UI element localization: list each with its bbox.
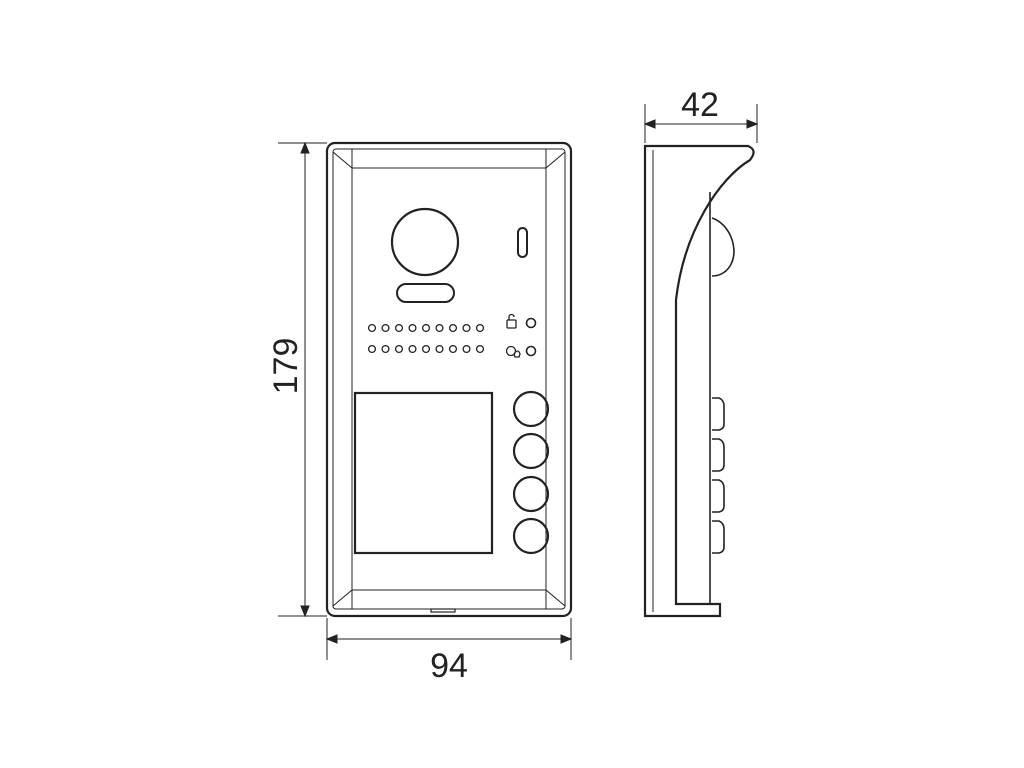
camera-lens — [390, 207, 460, 277]
depth-dimension — [643, 104, 759, 143]
call-buttons — [512, 390, 550, 555]
front-bevel-lines — [332, 149, 566, 609]
call-button-2 — [512, 432, 550, 470]
speaker-hole — [462, 323, 471, 333]
speaker-hole — [367, 323, 377, 333]
speaker-hole — [421, 323, 431, 333]
side-button — [712, 397, 725, 431]
call-indicator-led — [525, 345, 537, 357]
front-view — [325, 141, 573, 618]
height-label: 179 — [267, 338, 305, 395]
speaker-grille — [367, 323, 485, 354]
call-button-4 — [512, 517, 550, 555]
call-button-1 — [512, 390, 550, 428]
side-buttons — [712, 397, 725, 554]
side-camera-bulge — [711, 217, 735, 277]
call-icon — [505, 345, 521, 358]
unlock-indicator-led — [525, 317, 537, 329]
side-button — [712, 520, 725, 554]
name-card-window — [353, 391, 494, 555]
speaker-hole — [381, 323, 390, 333]
call-button-3 — [512, 475, 550, 513]
bottom-screw-slot — [430, 608, 456, 613]
width-label: 94 — [430, 647, 468, 685]
speaker-hole — [408, 344, 417, 354]
height-dimension — [278, 141, 327, 618]
side-front-face — [676, 192, 712, 605]
side-view — [643, 144, 755, 618]
width-dimension — [325, 618, 573, 660]
side-button — [712, 479, 725, 513]
camera-light-slot — [396, 283, 455, 303]
speaker-hole — [394, 323, 404, 333]
speaker-hole — [435, 344, 444, 354]
speaker-hole — [475, 344, 485, 354]
speaker-hole — [475, 323, 485, 333]
speaker-hole — [367, 344, 377, 354]
speaker-hole — [448, 323, 458, 333]
speaker-hole — [394, 344, 404, 354]
speaker-hole — [448, 344, 458, 354]
unlock-icon — [506, 313, 517, 329]
microphone-slot — [517, 227, 528, 258]
depth-label: 42 — [681, 86, 719, 124]
side-body-outline — [643, 144, 755, 618]
speaker-hole — [381, 344, 390, 354]
side-button — [712, 438, 725, 472]
speaker-hole — [462, 344, 471, 354]
speaker-hole — [408, 323, 417, 333]
speaker-hole — [435, 323, 444, 333]
front-outer-frame — [325, 141, 573, 618]
speaker-hole — [421, 344, 431, 354]
